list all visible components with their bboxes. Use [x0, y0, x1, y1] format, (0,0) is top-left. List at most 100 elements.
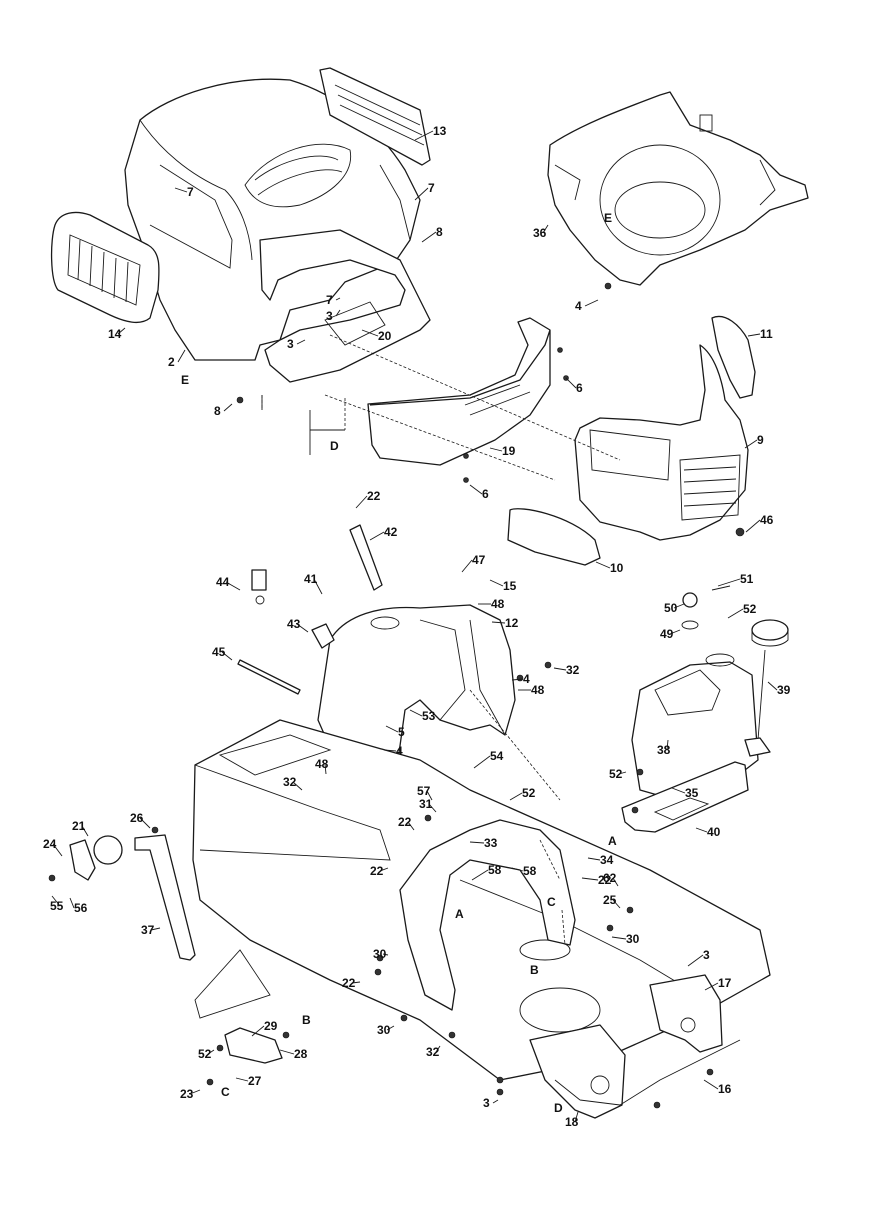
- callout-label: 25: [603, 893, 617, 907]
- callout-leader-line: [435, 1045, 441, 1053]
- callout-leader-line: [587, 857, 601, 861]
- callout-leader-line: [428, 803, 437, 813]
- callout-label: 26: [130, 811, 144, 825]
- callout-label: E: [604, 211, 612, 225]
- callout-leader-line: [565, 377, 577, 389]
- dash-bracket-33-part: [399, 819, 576, 1011]
- callout-leader-line: [747, 333, 761, 337]
- callout-label: 37: [141, 923, 155, 937]
- dashed-reference-lines: [261, 334, 621, 946]
- callout-label: 13: [433, 124, 447, 138]
- callout-leader-line: [612, 899, 621, 909]
- callout-label: B: [530, 963, 539, 977]
- callout-label: 6: [576, 381, 583, 395]
- callout-leader-line: [717, 578, 741, 587]
- lever-42-part: [349, 524, 383, 591]
- callout-leader-line: [207, 1049, 215, 1055]
- callout-label: 52: [609, 767, 623, 781]
- callout-leader-line: [225, 581, 241, 591]
- callout-leader-line: [511, 678, 524, 681]
- side-panel-11-part: [711, 315, 756, 399]
- callout-label: 16: [718, 1082, 732, 1096]
- callout-leader-line: [69, 897, 75, 909]
- callout-label: 48: [531, 683, 545, 697]
- callout-leader-line: [407, 821, 415, 831]
- callout-label: 8: [436, 225, 443, 239]
- callout-label: 22: [370, 864, 384, 878]
- callout-label: 9: [757, 433, 764, 447]
- grille-13-part: [319, 67, 431, 166]
- callout-label: A: [455, 907, 464, 921]
- callout-leader-line: [52, 843, 63, 857]
- callout-leader-line: [223, 403, 233, 412]
- callout-leader-line: [471, 869, 489, 881]
- callout-label: 7: [428, 181, 435, 195]
- callout-label: 7: [326, 293, 333, 307]
- callout-label: 49: [660, 627, 674, 641]
- callout-label: 32: [426, 1045, 440, 1059]
- callout-label: 38: [657, 743, 671, 757]
- callout-label: 44: [216, 575, 230, 589]
- callout-leader-line: [489, 447, 503, 452]
- callout-leader-line: [574, 1111, 579, 1123]
- callout-leader-line: [584, 299, 599, 307]
- callout-label: 48: [315, 757, 329, 771]
- callout-leader-line: [509, 792, 523, 801]
- chassis-frame-part: [192, 719, 771, 1081]
- callout-leader-line: [695, 827, 708, 833]
- pedal-assembly-part: [69, 834, 196, 961]
- callout-leader-line: [409, 709, 423, 717]
- callout-label: 11: [760, 327, 773, 341]
- callout-leader-line: [687, 954, 704, 967]
- callout-leader-line: [461, 559, 473, 573]
- callout-leader-line: [671, 787, 686, 794]
- callout-leader-line: [491, 621, 506, 624]
- callout-leader-line: [335, 309, 341, 317]
- callout-label: 3: [483, 1096, 490, 1110]
- callout-label: 40: [707, 825, 721, 839]
- key-44-part: [251, 569, 267, 605]
- callout-label: 8: [214, 404, 221, 418]
- callout-leader-line: [612, 877, 619, 887]
- callout-label: 31: [419, 797, 433, 811]
- grille-14-part: [50, 211, 160, 324]
- callout-leader-line: [469, 841, 485, 844]
- callout-label: 22: [398, 815, 412, 829]
- callout-label: 32: [283, 775, 297, 789]
- callout-leader-line: [139, 817, 151, 829]
- lens-10-part: [507, 508, 601, 566]
- callout-label: 45: [212, 645, 226, 659]
- callout-label: 42: [384, 525, 398, 539]
- callout-label: 24: [43, 837, 57, 851]
- callout-leader-line: [666, 739, 669, 751]
- bumper-19-part: [367, 317, 551, 466]
- callout-leader-line: [251, 1025, 265, 1037]
- callout-label: 2: [168, 355, 175, 369]
- callout-label: 18: [565, 1115, 579, 1129]
- front-panel-9-part: [574, 344, 749, 541]
- callout-label: 22: [598, 873, 612, 887]
- callout-label: 53: [422, 709, 436, 723]
- callout-label: 46: [760, 513, 774, 527]
- callout-label: 3: [287, 337, 294, 351]
- callout-leader-line: [473, 755, 491, 769]
- callout-label: 36: [533, 226, 547, 240]
- callout-leader-line: [385, 725, 399, 733]
- callout-leader-line: [189, 1089, 201, 1095]
- front-bracket-18-part: [529, 1024, 626, 1119]
- callout-label: 29: [264, 1019, 278, 1033]
- callout-label: 30: [377, 1023, 391, 1037]
- callout-label: 56: [74, 901, 88, 915]
- callout-leader-line: [744, 439, 758, 449]
- callout-label: 4: [396, 744, 403, 758]
- bracket-29-part: [224, 1027, 283, 1064]
- callout-leader-line: [618, 771, 627, 775]
- callout-label: D: [330, 439, 339, 453]
- callout-leader-line: [745, 519, 761, 533]
- callout-leader-line: [51, 895, 61, 907]
- callout-label: 5: [398, 725, 405, 739]
- callout-label: 54: [490, 749, 504, 763]
- callout-leader-line: [414, 130, 434, 141]
- callout-leader-line: [386, 1025, 395, 1031]
